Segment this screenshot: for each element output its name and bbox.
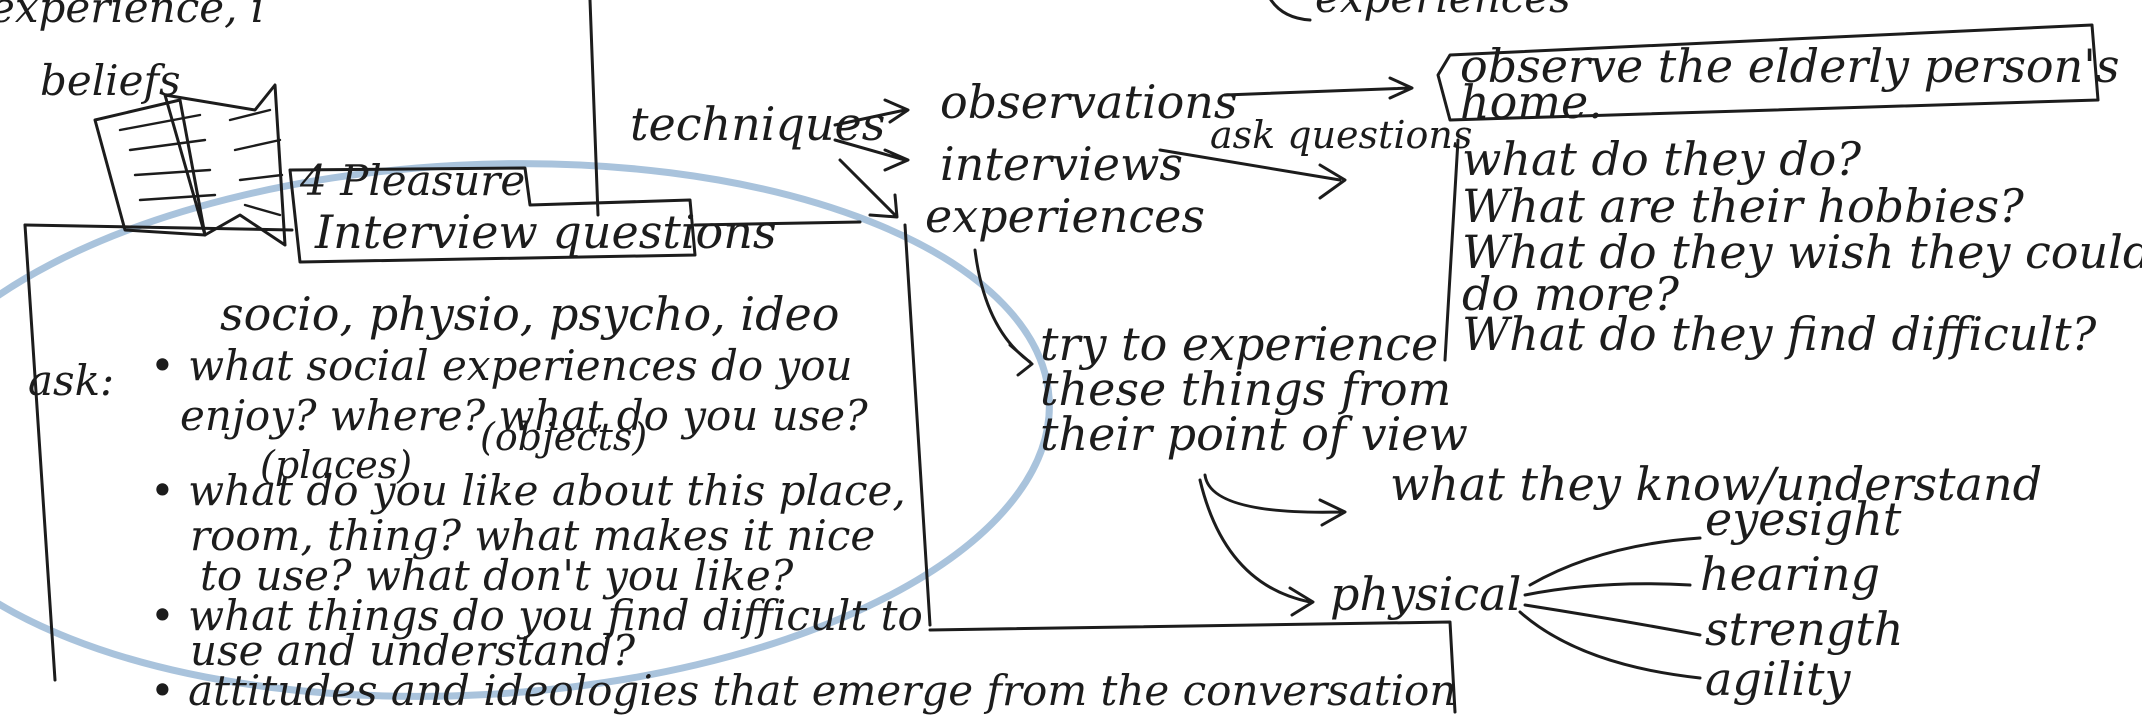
arrow-to-observations <box>833 98 910 127</box>
q2-line1: • what do you like about this place, <box>150 466 906 515</box>
q1-line2: enjoy? where? what do you use? <box>180 391 868 440</box>
ask-label: ask: <box>28 356 114 405</box>
branch-strength <box>1523 603 1702 637</box>
experience-line3: their point of view <box>1040 407 1468 461</box>
branch-eyesight <box>1528 536 1702 587</box>
interview-q3: What do they wish they could <box>1462 225 2142 279</box>
agility-label: agility <box>1705 652 1851 706</box>
arrow-to-experience <box>973 248 1034 377</box>
arrow-to-physical <box>1198 478 1315 617</box>
q2-line3: to use? what don't you like? <box>200 551 794 600</box>
q4-line: • attitudes and ideologies that emerge f… <box>150 666 1456 715</box>
q1-line1: • what social experiences do you <box>150 341 853 390</box>
top-right-fragment: experiences <box>1315 0 1571 22</box>
branch-hearing <box>1523 582 1692 597</box>
physical-label: physical <box>1330 567 1521 621</box>
questions-bracket <box>1443 138 1460 362</box>
experiences-label: experiences <box>925 189 1205 243</box>
frame-top-right <box>693 220 862 227</box>
interviews-label: interviews <box>940 137 1183 191</box>
eyesight-label: eyesight <box>1705 492 1902 546</box>
interview-q2: What are their hobbies? <box>1462 179 2024 233</box>
experience-line1: try to experience <box>1040 317 1438 371</box>
arrow-to-observe-box <box>1223 76 1414 100</box>
q1-places: (places) <box>260 443 412 487</box>
observe-line2: home. <box>1460 75 1603 129</box>
observe-box <box>1436 23 2100 122</box>
q3-line2: use and understand? <box>190 626 635 675</box>
hatched-arrow-icon <box>93 83 287 247</box>
vertical-divider <box>588 0 600 217</box>
arrow-to-interviews <box>833 138 910 172</box>
interview-q1: what do they do? <box>1462 132 1861 186</box>
branch-agility <box>1518 610 1702 680</box>
interview-q4: do more? <box>1462 267 1679 321</box>
top-right-connector <box>1269 0 1312 22</box>
q2-line2: room, thing? what makes it nice <box>190 511 875 560</box>
experience-line2: these things from <box>1040 362 1451 416</box>
arrow-to-know <box>1203 473 1347 527</box>
observations-label: observations <box>940 75 1238 129</box>
top-left-fragment: experience, i <box>0 0 264 32</box>
beliefs-fragment: beliefs <box>40 56 181 105</box>
box-title-line1: 4 Pleasure <box>299 156 525 205</box>
know-label: what they know/understand <box>1390 457 2042 511</box>
categories-text: socio, physio, psycho, ideo <box>220 287 839 341</box>
box-title-line2: Interview questions <box>314 205 776 259</box>
frame-top-left <box>23 223 294 232</box>
blue-highlight-ellipse <box>0 160 1053 700</box>
frame-right <box>903 223 932 627</box>
observe-line1: observe the elderly person's <box>1460 39 2120 93</box>
frame-left <box>23 223 57 682</box>
hearing-label: hearing <box>1700 547 1880 601</box>
q3-line1: • what things do you find difficult to <box>150 591 923 640</box>
q1-objects: (objects) <box>480 415 647 459</box>
title-box <box>288 166 697 264</box>
arrow-to-experiences <box>838 158 899 219</box>
ask-questions-label: ask questions <box>1210 113 1472 157</box>
arrow-to-questions <box>1158 148 1347 200</box>
strength-label: strength <box>1705 602 1904 656</box>
interview-q5: What do they find difficult? <box>1462 307 2097 361</box>
frame-bottom <box>928 620 1457 714</box>
